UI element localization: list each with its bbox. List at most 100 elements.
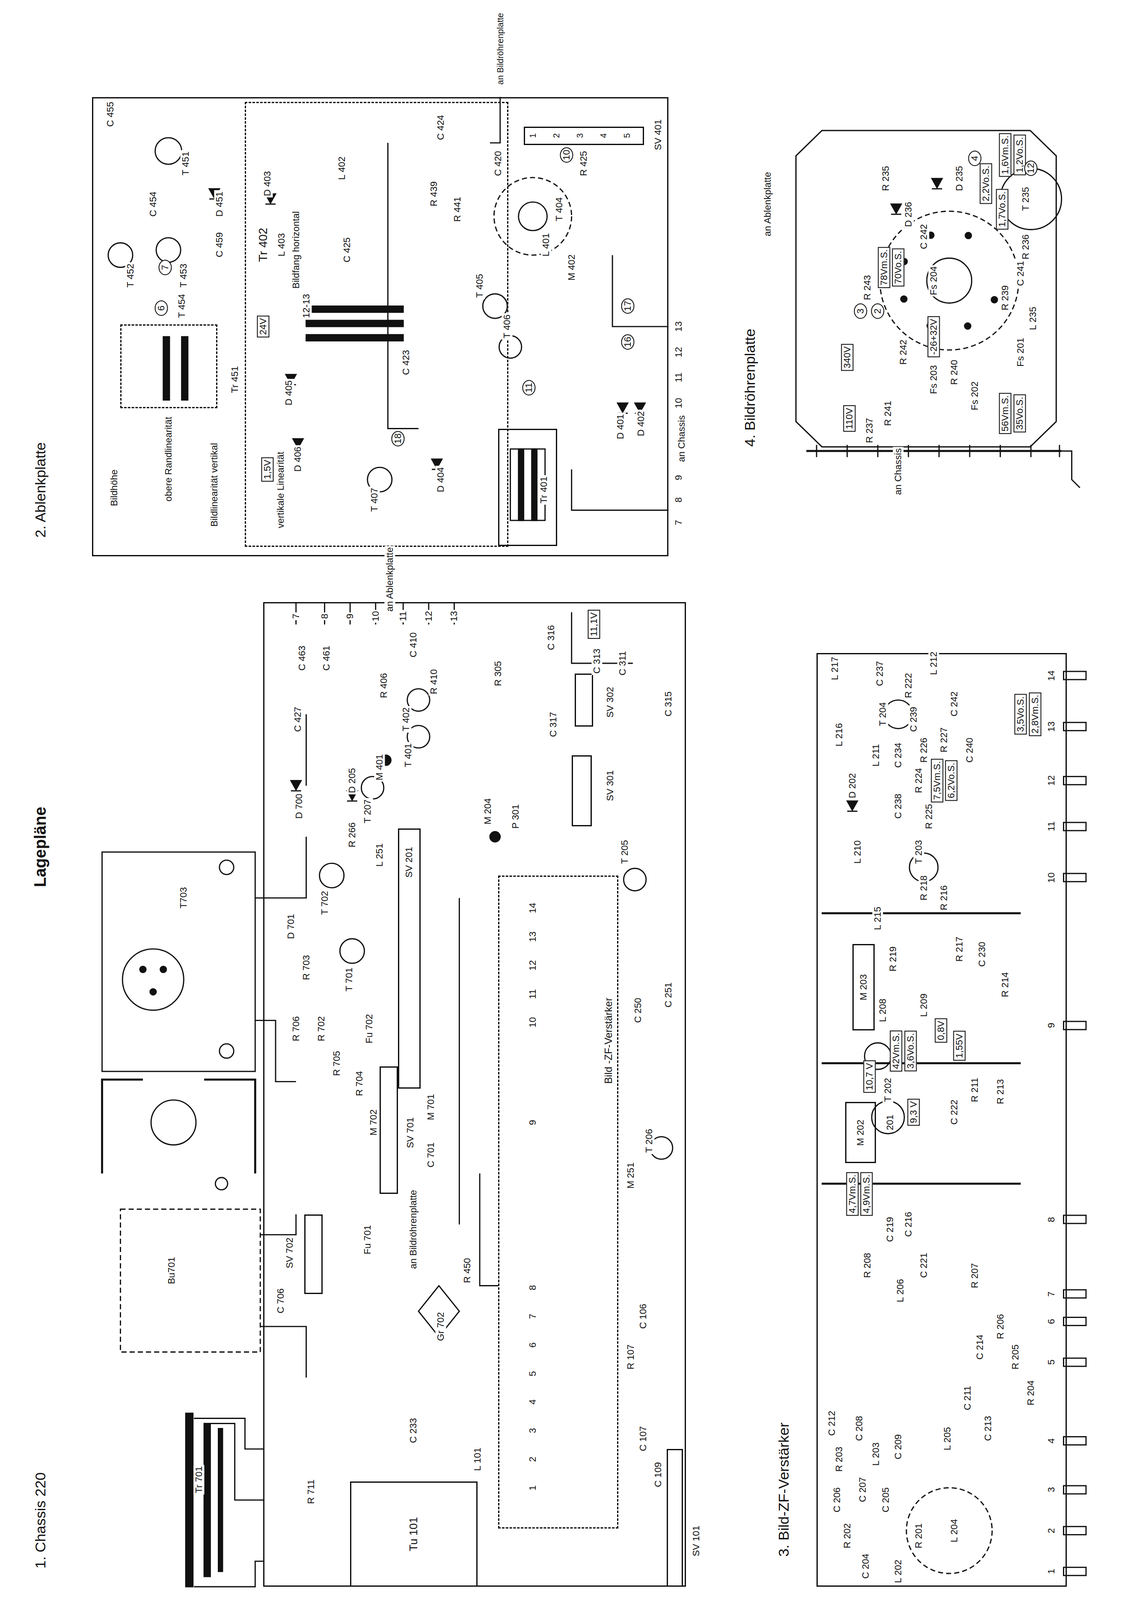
part-label: C 315 <box>663 690 674 719</box>
part-label: C 222 <box>949 1098 960 1127</box>
part-label: C 211 <box>962 1384 974 1412</box>
part-label: D 236 <box>902 200 914 229</box>
part-label: T 453 <box>178 262 190 289</box>
part-label: 7 <box>1045 1290 1057 1298</box>
box-label: M 202 <box>854 1118 866 1147</box>
part-label: T 203 <box>913 838 924 866</box>
part-label: C 213 <box>982 1414 994 1443</box>
board-heading: 2. Ablenkplatte <box>32 440 50 539</box>
box-label: Tu 101 <box>407 1515 421 1553</box>
part-label: an Bildröhrenplatte <box>495 11 505 87</box>
test-point <box>489 831 501 842</box>
connector-pin <box>1063 1021 1086 1030</box>
part-label: 9 <box>527 1118 539 1127</box>
trace <box>612 255 669 327</box>
part-label: D 701 <box>285 912 297 941</box>
mains-socket-outline <box>120 1209 261 1353</box>
transistor-symbol <box>319 863 345 888</box>
connector-pin <box>1063 1215 1086 1224</box>
diode-bar <box>347 800 358 802</box>
part-label: 1 <box>1045 1567 1057 1576</box>
measured-value: 10,7 V <box>863 1060 876 1093</box>
diode-bar <box>290 790 302 792</box>
part-label: R 703 <box>300 953 312 982</box>
connector-pin <box>816 445 818 458</box>
connector-pin <box>1063 1526 1086 1535</box>
transformer-winding <box>306 305 404 312</box>
wire <box>260 1326 306 1378</box>
measuring-point-box: M 203 <box>852 944 875 1031</box>
part-label: 9 <box>344 612 356 621</box>
part-label: C 420 <box>492 149 504 178</box>
socket-pin <box>964 323 971 330</box>
part-label: R 203 <box>833 1445 845 1474</box>
part-label: R 219 <box>887 945 899 974</box>
screw-hole <box>219 860 234 875</box>
part-label: L 212 <box>928 650 940 677</box>
part-label: 12 <box>527 958 539 972</box>
measured-value: 3,5Vo.S. <box>1014 694 1028 735</box>
transistor-pin <box>160 966 167 973</box>
socket-pin <box>900 296 907 303</box>
connector-pin <box>1063 1317 1086 1326</box>
part-label: obere Randlinearität <box>163 415 174 503</box>
part-label: an Ablenkplatte <box>384 546 396 613</box>
part-label: Fu 701 <box>362 1223 373 1256</box>
measured-value: 2,8Vm.S. <box>1028 692 1042 737</box>
part-label: T703 <box>178 885 190 910</box>
part-label: R 704 <box>353 1069 365 1098</box>
transformer-box: Tr 451 <box>120 324 218 409</box>
part-label: C 313 <box>591 647 603 676</box>
part-label: T 402 <box>400 706 412 733</box>
part-label: C 206 <box>831 1486 843 1514</box>
callout-number: 2 <box>871 303 885 319</box>
connector-pin <box>1063 1436 1086 1445</box>
part-label: 3 <box>1045 1485 1057 1494</box>
part-label: T 702 <box>319 889 330 917</box>
part-label: R 240 <box>949 358 960 387</box>
part-label: Tr 701 <box>193 1464 205 1495</box>
board-outline: 1. Chassis 220Tu 101Bild -ZF-VerstärkerS… <box>263 602 686 1587</box>
socket-pin <box>991 296 998 303</box>
tuner-box: Tu 101 <box>350 1481 478 1587</box>
part-label: 8 <box>1045 1215 1057 1224</box>
board-heading: SV 701 <box>404 1116 416 1150</box>
power-transistor-outline <box>102 851 256 1072</box>
part-label: Bu701 <box>166 1255 177 1286</box>
part-label: R 227 <box>938 725 950 754</box>
part-label: 9 <box>1045 1021 1057 1030</box>
part-label: D 202 <box>846 771 858 800</box>
board-heading: SV 101 <box>690 1524 702 1558</box>
part-label: M 251 <box>625 1160 637 1190</box>
part-label: R 214 <box>1000 970 1011 999</box>
part-label: C 250 <box>632 996 644 1025</box>
part-label: T 407 <box>369 486 380 514</box>
measured-value: 7,5Vm.S. <box>930 758 944 803</box>
callout-number: 11 <box>522 379 536 396</box>
callout-number: 17 <box>620 298 635 314</box>
connector-pin <box>1063 722 1086 731</box>
board-heading: Tr 401 <box>538 474 550 505</box>
socket-ring <box>151 1100 196 1146</box>
measured-value: 35Vo.S. <box>1013 394 1026 433</box>
part-label: 8 <box>527 1283 539 1292</box>
diode-bar <box>932 188 943 190</box>
part-label: T 204 <box>877 700 889 728</box>
part-label: R 217 <box>954 935 965 963</box>
part-label: L 210 <box>851 839 863 865</box>
callout-number: 18 <box>391 430 405 447</box>
part-label: 2 <box>527 1455 539 1464</box>
part-label: R 305 <box>492 659 504 688</box>
part-label: M 402 <box>566 252 577 282</box>
part-label: 4 <box>598 132 609 140</box>
part-label: an Chassis <box>676 414 688 464</box>
connector-strip: SV 301 <box>571 755 593 827</box>
part-label: Bildfang horizontal <box>290 210 302 291</box>
board-heading: SV 301 <box>605 768 616 803</box>
part-label: R 225 <box>923 802 935 831</box>
part-label: R 410 <box>428 667 440 696</box>
part-label: R 235 <box>880 164 892 193</box>
part-label: L 209 <box>918 992 930 1019</box>
part-label: Fs 204 <box>928 264 940 297</box>
